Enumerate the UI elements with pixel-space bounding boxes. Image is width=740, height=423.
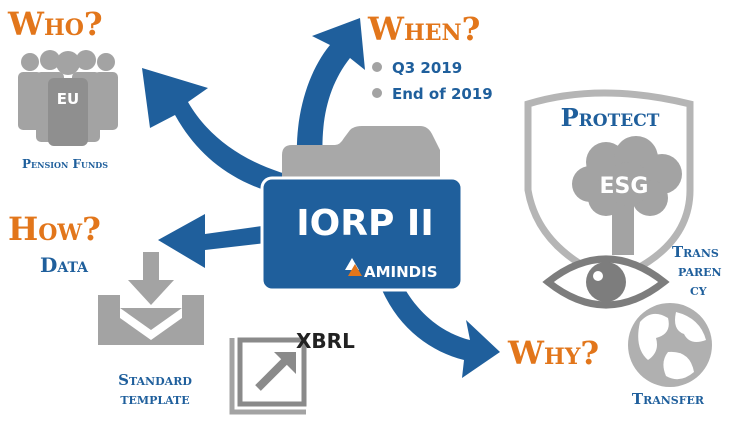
transparency-line-3: cy bbox=[690, 281, 707, 299]
when-item-1: Q3 2019 bbox=[392, 59, 462, 77]
why-heading: Why? bbox=[507, 334, 599, 372]
xbrl-logo: XBRL bbox=[296, 329, 355, 353]
amindis-logo-icon bbox=[345, 258, 362, 276]
globe-icon bbox=[628, 303, 712, 387]
how-heading: How? bbox=[8, 210, 101, 248]
download-tray-icon bbox=[98, 252, 204, 345]
transparency-line-1: Trans bbox=[672, 243, 719, 261]
people-group-icon bbox=[18, 50, 118, 146]
standard-caption: Standard bbox=[118, 371, 192, 389]
center-title: IORP II bbox=[296, 203, 433, 244]
protect-heading: Protect bbox=[561, 103, 660, 132]
when-item-2: End of 2019 bbox=[392, 85, 493, 103]
esg-label: ESG bbox=[600, 174, 649, 199]
transfer-caption: Transfer bbox=[632, 390, 705, 408]
export-frame-icon bbox=[229, 337, 307, 415]
arrow-to-how bbox=[158, 214, 292, 268]
when-bullet-2 bbox=[372, 88, 382, 98]
iorp-folder bbox=[260, 126, 464, 292]
eu-label: EU bbox=[57, 90, 79, 108]
pension-funds-caption: Pension Funds bbox=[22, 157, 108, 171]
when-heading: When? bbox=[367, 10, 480, 48]
esg-tree-icon bbox=[572, 136, 682, 255]
when-bullet-1 bbox=[372, 62, 382, 72]
eye-icon bbox=[542, 255, 670, 309]
who-heading: Who? bbox=[7, 5, 103, 43]
arrow-to-when bbox=[296, 18, 365, 185]
brand-name: AMINDIS bbox=[364, 263, 438, 281]
transparency-line-2: paren bbox=[678, 262, 722, 280]
arrow-to-why bbox=[382, 280, 500, 378]
template-caption: template bbox=[120, 390, 189, 408]
data-subheading: Data bbox=[40, 253, 89, 277]
arrow-to-who bbox=[142, 68, 310, 200]
